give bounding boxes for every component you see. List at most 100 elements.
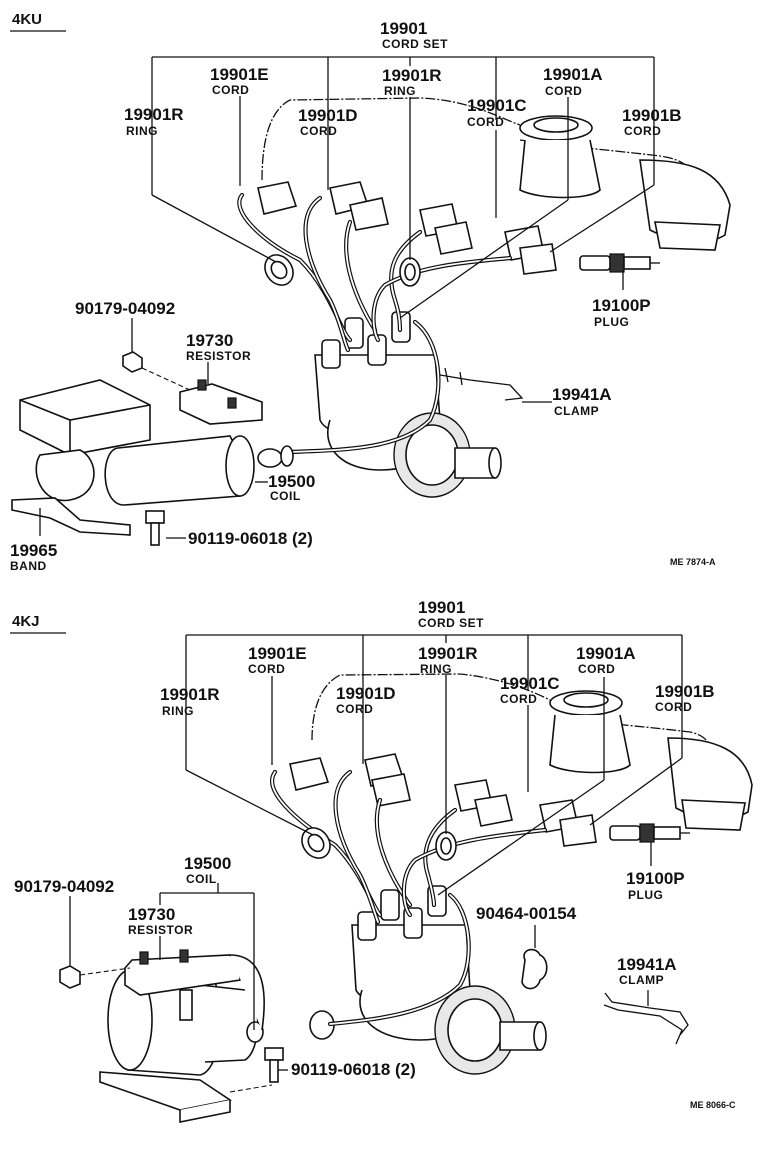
svg-text:19901C: 19901C (467, 96, 527, 115)
svg-text:19500: 19500 (268, 472, 315, 491)
svg-text:19901R: 19901R (160, 685, 220, 704)
clamp-4kj (603, 992, 689, 1045)
svg-text:19730: 19730 (186, 331, 233, 350)
callout-nut-4kj: 90179-04092 (14, 877, 114, 896)
callout-cord-e-4ku: 19901E CORD (210, 65, 269, 97)
callout-clamp-4ku: 19941A CLAMP (552, 385, 612, 418)
callout-cord-d-4kj: 19901D CORD (336, 684, 396, 716)
drawing-reference-4kj: ME 8066-C (690, 1100, 736, 1110)
ring-mid-inner-4kj (440, 837, 452, 855)
nut-4ku (122, 351, 143, 373)
drawing-reference-4ku: ME 7874-A (670, 557, 716, 567)
ring-left-inner-4ku (270, 260, 288, 280)
diagram-4kj: 4KJ (10, 598, 753, 1123)
callout-ring-mid-4kj: 19901R RING (418, 644, 478, 676)
svg-text:19901E: 19901E (210, 65, 269, 84)
svg-text:CLAMP: CLAMP (619, 973, 664, 987)
callout-plug-4ku: 19100P PLUG (592, 296, 651, 329)
svg-text:19901A: 19901A (543, 65, 603, 84)
callout-coil-4ku: 19500 COIL (268, 472, 315, 503)
svg-text:RING: RING (126, 124, 158, 138)
spark-plug-4ku (579, 253, 660, 273)
callout-coil-4kj: 19500 COIL (184, 854, 231, 886)
spark-plug-4kj (609, 823, 690, 843)
svg-text:19901R: 19901R (382, 66, 442, 85)
svg-text:19901B: 19901B (655, 682, 715, 701)
svg-text:RESISTOR: RESISTOR (186, 349, 251, 363)
svg-text:19965: 19965 (10, 541, 57, 560)
ignition-cords-4kj (270, 769, 548, 1027)
svg-text:RING: RING (162, 704, 194, 718)
callout-cord-set-4kj: 19901 CORD SET (418, 598, 484, 630)
svg-text:CORD: CORD (578, 662, 615, 676)
callout-resistor-4ku: 19730 RESISTOR (186, 331, 251, 363)
svg-text:CORD: CORD (336, 702, 373, 716)
leaders-4kj (69, 634, 683, 1071)
svg-text:19901D: 19901D (298, 106, 358, 125)
svg-text:19901: 19901 (418, 598, 465, 617)
callout-clip-4kj: 90464-00154 (476, 904, 577, 923)
callout-cord-a-4ku: 19901A CORD (543, 65, 603, 98)
callout-cord-c-4kj: 19901C CORD (500, 674, 560, 706)
svg-text:19901C: 19901C (500, 674, 560, 693)
plug-boots-4ku (257, 181, 557, 275)
callout-cord-d-4ku: 19901D CORD (298, 106, 358, 138)
svg-text:RING: RING (420, 662, 452, 676)
nut-4kj (59, 965, 81, 989)
section-label-4kj: 4KJ (12, 613, 40, 630)
svg-text:90179-04092: 90179-04092 (14, 877, 114, 896)
svg-text:CORD: CORD (655, 700, 692, 714)
callout-plug-4kj: 19100P PLUG (626, 869, 685, 902)
svg-text:90464-00154: 90464-00154 (476, 904, 577, 923)
svg-text:CORD: CORD (624, 124, 661, 138)
svg-text:19901B: 19901B (622, 106, 682, 125)
callout-cord-e-4kj: 19901E CORD (248, 644, 307, 676)
section-label-4ku: 4KU (12, 11, 42, 28)
svg-text:CORD: CORD (300, 124, 337, 138)
ring-left-inner-4kj (307, 833, 325, 853)
svg-text:CORD: CORD (212, 83, 249, 97)
svg-text:19901A: 19901A (576, 644, 636, 663)
svg-text:CORD: CORD (248, 662, 285, 676)
clip-4kj (521, 948, 548, 990)
svg-text:19500: 19500 (184, 854, 231, 873)
svg-text:PLUG: PLUG (594, 315, 629, 329)
svg-text:COIL: COIL (186, 872, 217, 886)
svg-text:COIL: COIL (270, 489, 301, 503)
bolt-4kj (264, 1047, 284, 1083)
svg-text:CORD: CORD (500, 692, 537, 706)
callout-ring-left-4ku: 19901R RING (124, 105, 184, 138)
clamp-4ku (439, 367, 524, 401)
callout-cord-b-4ku: 19901B CORD (622, 106, 682, 138)
svg-text:CORD: CORD (467, 115, 504, 129)
svg-text:19901: 19901 (380, 19, 427, 38)
svg-text:PLUG: PLUG (628, 888, 663, 902)
svg-text:RESISTOR: RESISTOR (128, 923, 193, 937)
svg-text:90119-06018 (2): 90119-06018 (2) (188, 529, 313, 548)
bolt-4ku (145, 510, 165, 546)
resistor-4ku (179, 379, 263, 425)
callout-nut-4ku: 90179-04092 (75, 299, 175, 318)
callout-cord-b-4kj: 19901B CORD (655, 682, 715, 714)
nut-guide-4ku (141, 367, 191, 391)
callout-cord-a-4kj: 19901A CORD (576, 644, 636, 676)
svg-text:90179-04092: 90179-04092 (75, 299, 175, 318)
bolt-guide-4kj (229, 1084, 273, 1093)
svg-text:CLAMP: CLAMP (554, 404, 599, 418)
leaders-4ku (39, 56, 655, 539)
callout-resistor-4kj: 19730 RESISTOR (128, 905, 193, 937)
ring-mid-inner-4ku (404, 263, 416, 281)
callout-ring-left-4kj: 19901R RING (160, 685, 220, 718)
ignition-coil-4ku (11, 379, 294, 536)
callout-band-4ku: 19965 BAND (10, 541, 57, 573)
svg-text:19901D: 19901D (336, 684, 396, 703)
svg-text:CORD: CORD (545, 84, 582, 98)
resistor-4kj (124, 949, 265, 1031)
callout-clamp-4kj: 19941A CLAMP (617, 955, 677, 987)
svg-text:19100P: 19100P (592, 296, 651, 315)
svg-text:90119-06018 (2): 90119-06018 (2) (291, 1060, 416, 1079)
svg-text:RING: RING (384, 84, 416, 98)
callout-bolt-4kj: 90119-06018 (2) (291, 1060, 416, 1079)
